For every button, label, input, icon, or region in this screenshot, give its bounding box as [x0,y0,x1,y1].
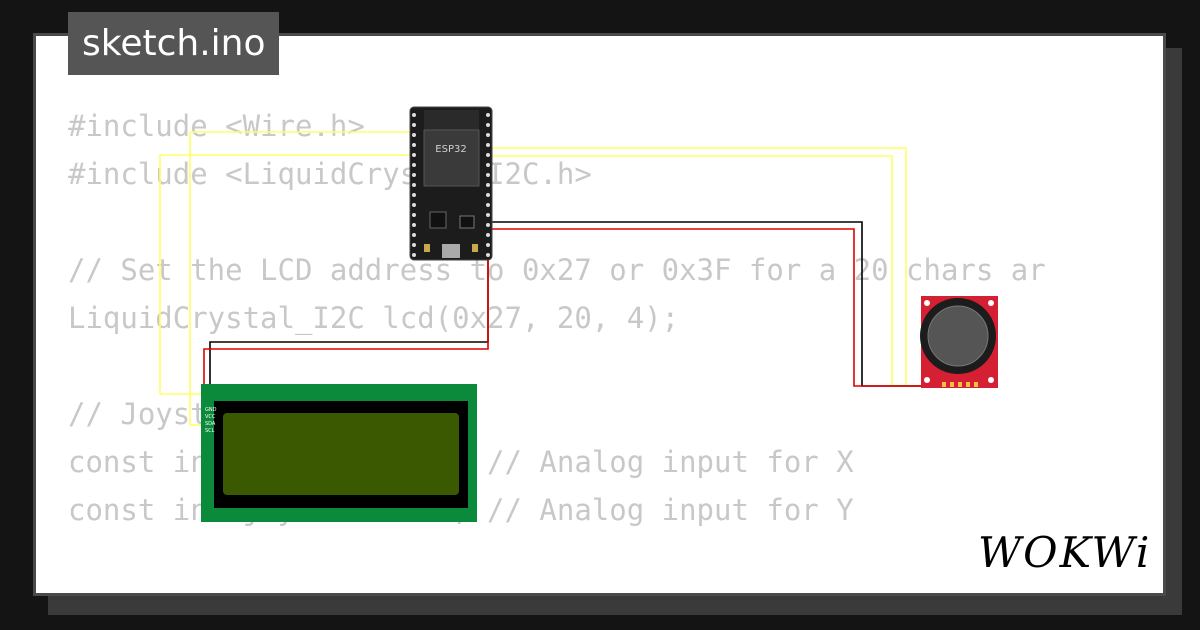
wire-lcd-vcc [203,240,489,415]
wire-joy-gnd [488,221,950,387]
wire-joy-y [488,155,935,387]
wokwi-logo: WOKWi [978,528,1151,577]
code-line: // Variables to hold joystick values [68,582,1046,593]
wire-joy-vcc [488,228,960,387]
wire-joy-x [488,147,920,387]
lcd-pin-sda: SDA [205,421,216,427]
lcd-pin-scl: SCL [205,428,215,434]
esp32-board[interactable]: ESP32 [409,106,493,261]
esp32-label: ESP32 [435,144,466,155]
code-line: // Set the LCD address to 0x27 or 0x3F f… [68,253,1046,287]
lcd-pin-labels: GND VCC SDA SCL [205,407,217,434]
joystick-module[interactable] [920,296,998,388]
esp32-pins [412,113,490,257]
code-line: LiquidCrystal_I2C lcd(0x27, 20, 4); [68,301,680,335]
lcd-display[interactable]: GND VCC SDA SCL [201,384,477,522]
wire-scl [159,154,488,395]
lcd-pin-gnd: GND [205,407,217,413]
code-line: #include <Wire.h> [68,109,365,143]
wires [159,131,960,426]
wokwi-logo-text: WOKWi [978,528,1151,577]
file-name-title: sketch.ino [68,12,280,75]
lcd-pin-vcc: VCC [205,414,216,420]
wire-sda [189,131,488,426]
joystick-pins [942,382,978,387]
code-line: #include <LiquidCrystal_I2C.h> [68,157,592,191]
